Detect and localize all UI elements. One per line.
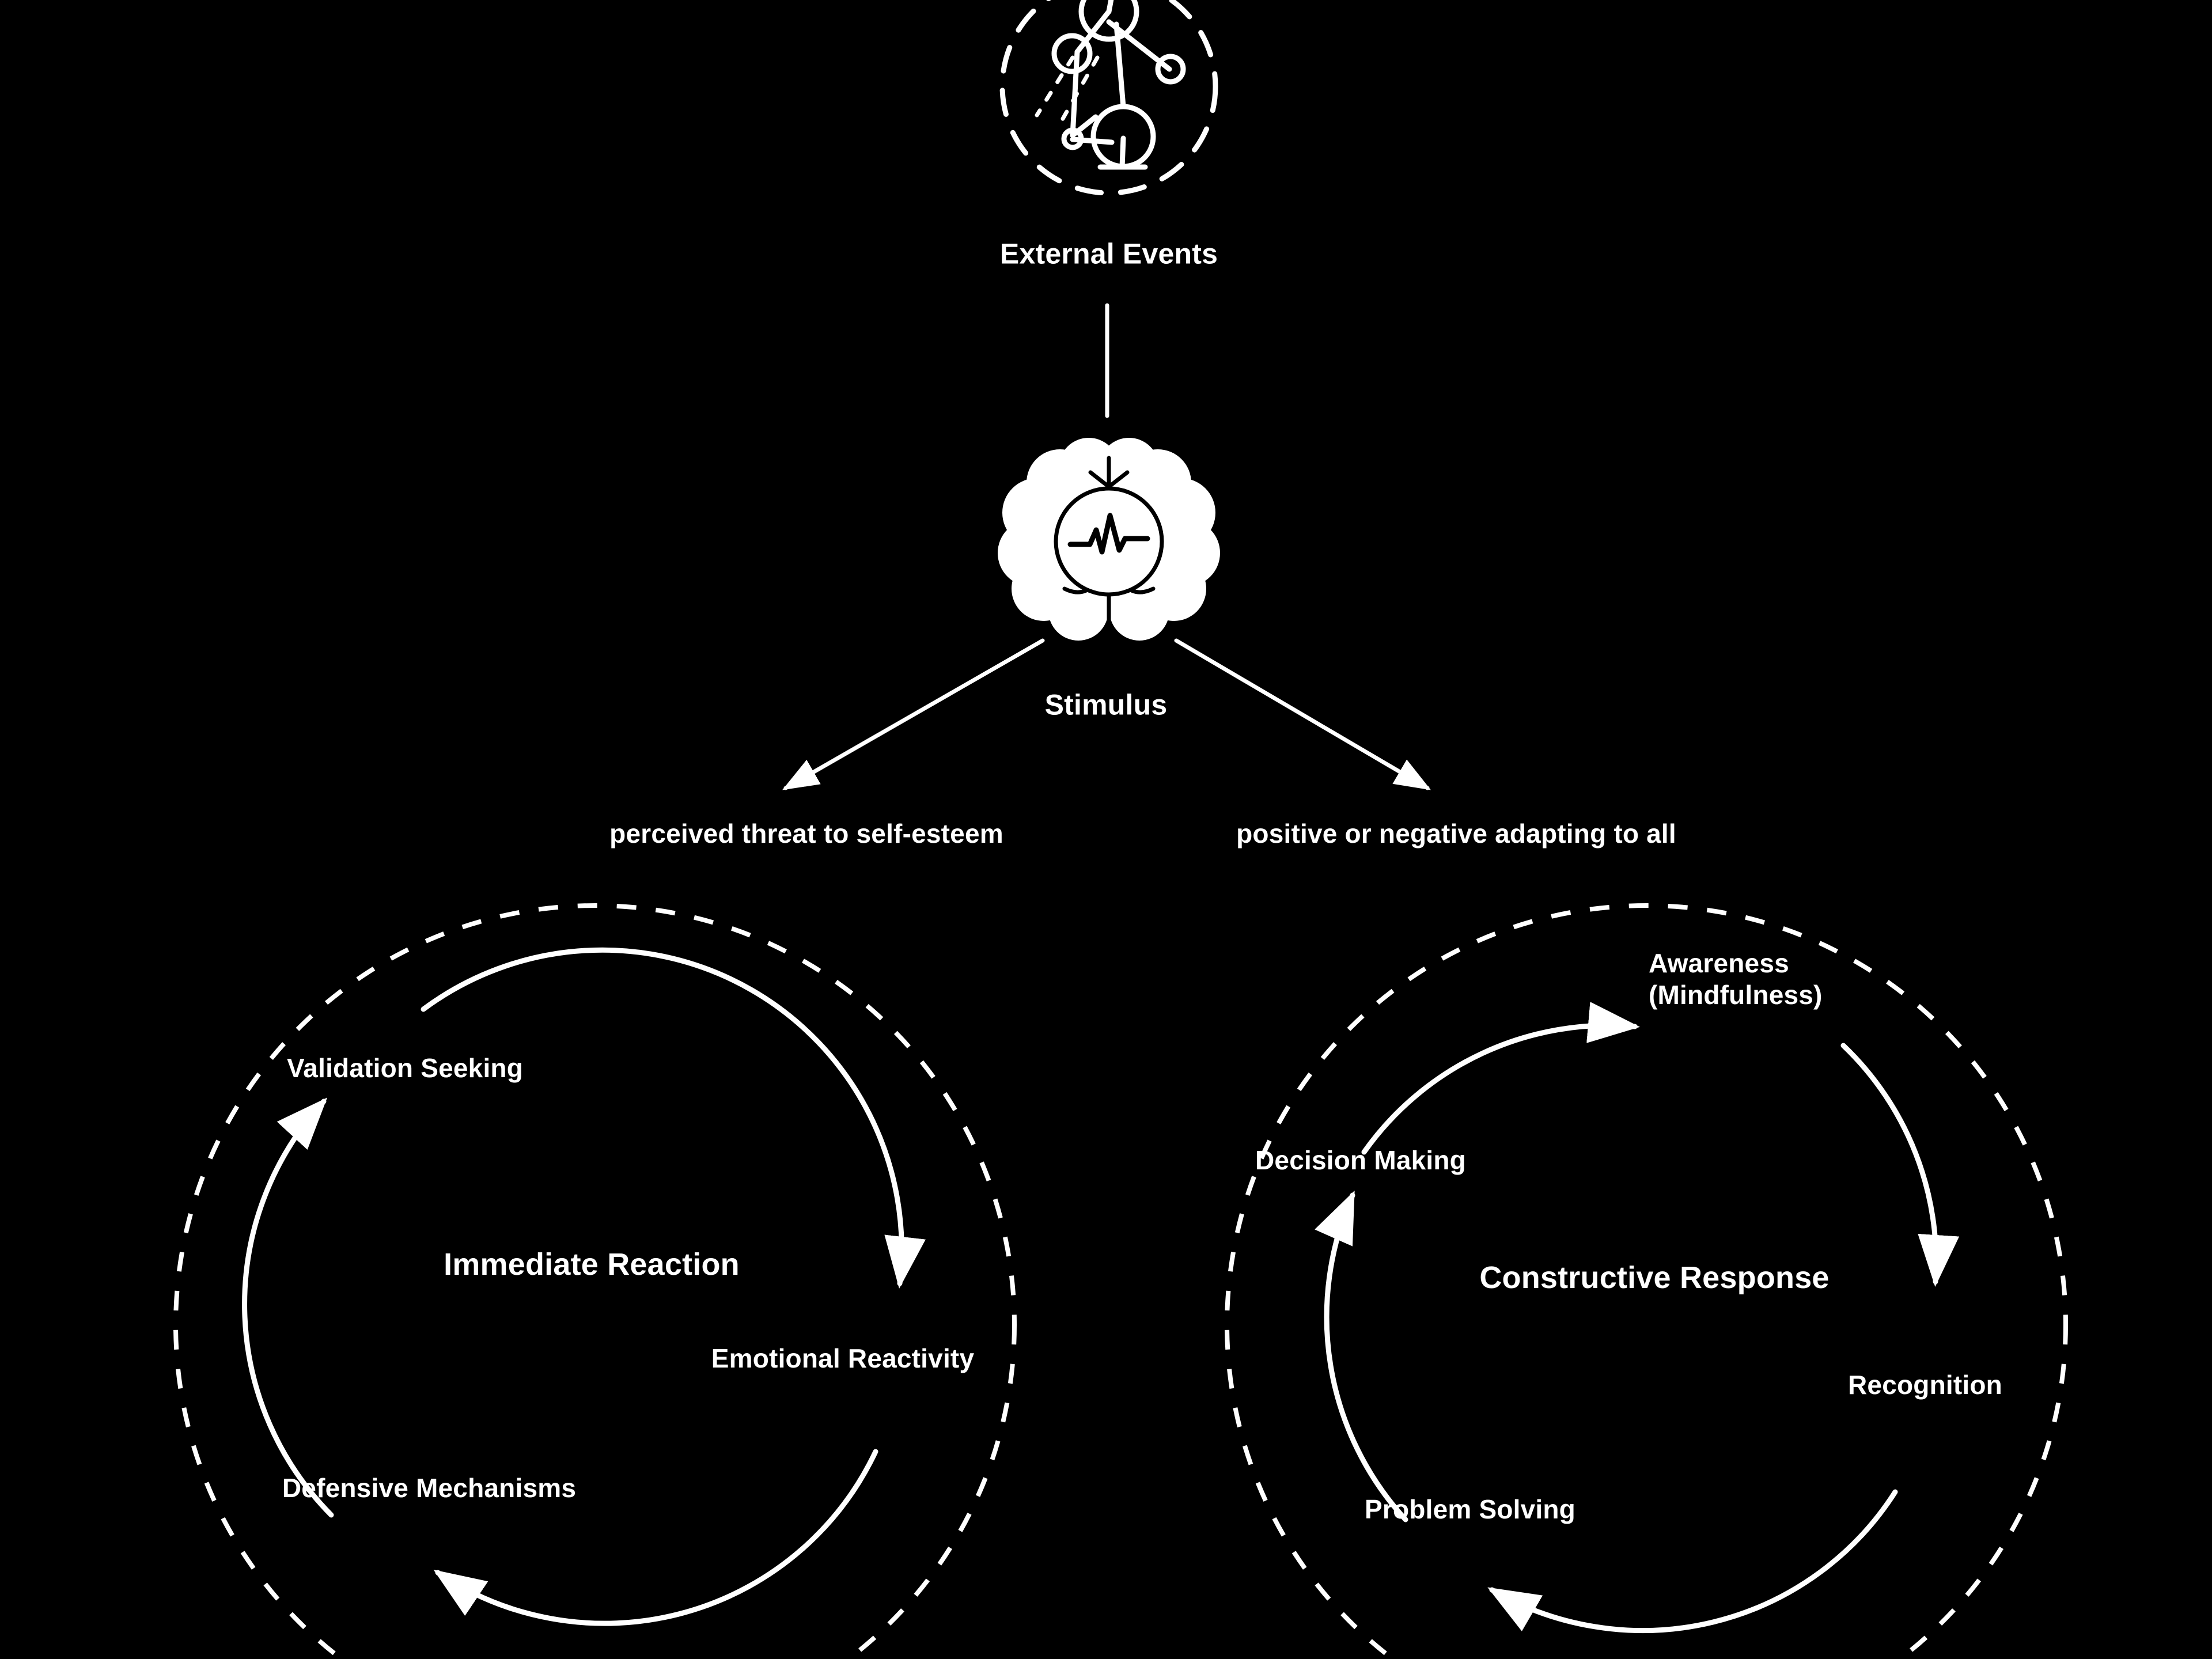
cycle-immediate-reaction-graphics [173,903,1017,1659]
cycle-node-awareness-line2: (Mindfulness) [1649,980,1823,1010]
external-events-label: External Events [999,237,1218,270]
cycle-constructive-response-graphics [1225,903,2068,1659]
cycle-node-awareness-line1: Awareness [1649,948,1789,978]
cycle-node-problem-solving: Problem Solving [1365,1494,1575,1524]
cycle-node-emotional-reactivity: Emotional Reactivity [711,1343,975,1373]
cycle-title-constructive-response: Constructive Response [1479,1260,1830,1296]
stimulus-label: Stimulus [1044,688,1168,721]
cycle-node-recognition: Recognition [1848,1369,2002,1400]
network-globe-icon [999,0,1218,196]
cycle-title-immediate-reaction: Immediate Reaction [444,1247,740,1282]
cycle-node-defensive-mechanisms: Defensive Mechanisms [282,1472,577,1503]
connector-stimulus-left [782,638,1045,790]
cycle-node-awareness-mindfulness: Awareness (Mindfulness) [1649,948,1823,1011]
connector-stimulus-right [1174,638,1431,790]
cycle-node-decision-making: Decision Making [1255,1145,1466,1175]
branch-label-left: perceived threat to self-esteem [609,818,1003,849]
brain-pulse-icon [998,438,1220,641]
cycle-node-validation-seeking: Validation Seeking [286,1052,524,1083]
branch-label-right: positive or negative adapting to all [1236,818,1676,849]
